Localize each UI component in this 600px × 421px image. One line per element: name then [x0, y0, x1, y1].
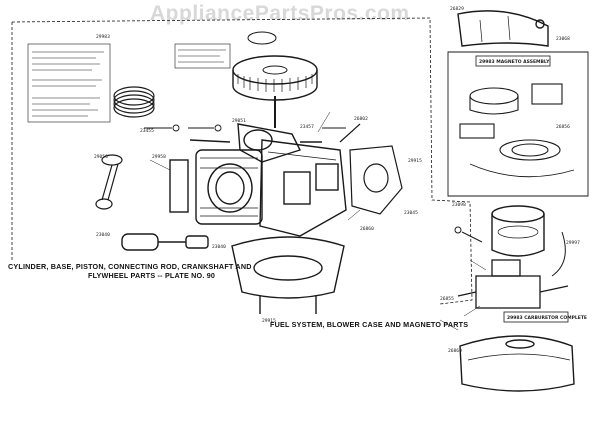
cylinder-block [169, 149, 263, 225]
part-number: 23457 [300, 124, 314, 130]
part-number: 23045 [404, 210, 418, 216]
carburetor-box [503, 311, 569, 323]
part-number: 26829 [450, 6, 464, 12]
part-number: 23455 [140, 128, 154, 134]
caption-line-1: CYLINDER, BASE, PISTON, CONNECTING ROD, … [8, 262, 252, 271]
magneto-assembly-box [475, 55, 551, 67]
part-number: 29983 [96, 34, 110, 40]
leader-lines [149, 111, 487, 331]
fuel-tank [459, 335, 575, 392]
flywheel-parts-list [174, 43, 231, 69]
part-number: 29997 [566, 240, 580, 246]
governor-assembly [339, 123, 403, 215]
part-number: 26802 [354, 116, 368, 122]
part-number: 23040 [96, 232, 110, 238]
part-number: 23068 [556, 36, 570, 42]
parts-list-block [27, 43, 111, 123]
magneto-assembly-label: 29983 MAGNETO ASSEMBLY [479, 59, 550, 65]
part-number: 26856 [556, 124, 570, 130]
part-number: 29958 [152, 154, 166, 160]
crankcase [259, 139, 347, 237]
plate-caption-left: CYLINDER, BASE, PISTON, CONNECTING ROD, … [8, 262, 252, 280]
part-number: 26860 [360, 226, 374, 232]
engine-base [231, 236, 345, 314]
right-plate-frame [447, 51, 589, 197]
fasteners-row [144, 124, 346, 132]
muffler [121, 233, 209, 251]
piston-rings [113, 86, 155, 118]
part-number: 26860 [448, 348, 462, 354]
part-number: 29915 [408, 158, 422, 164]
carburetor-label: 29983 CARBURETOR COMPLETE [507, 315, 587, 321]
plate-caption-right: FUEL SYSTEM, BLOWER CASE AND MAGNETO PAR… [270, 320, 469, 329]
part-number: 23098 [452, 202, 466, 208]
blower-housing [457, 10, 549, 47]
caption-line-2: FLYWHEEL PARTS -- PLATE NO. 90 [88, 271, 216, 280]
magneto-parts [459, 83, 575, 178]
part-number: 29050 [94, 154, 108, 160]
part-number: 26855 [440, 296, 454, 302]
part-number: 23040 [212, 244, 226, 250]
fuel-line [454, 226, 566, 277]
left-plate-frame [11, 17, 473, 305]
watermark: AppliancePartsPros.com [150, 2, 410, 25]
connecting-rod [95, 154, 123, 210]
part-number: 29051 [232, 118, 246, 124]
air-cleaner [491, 205, 545, 257]
carburetor [457, 259, 569, 309]
part-number: 29915 [262, 318, 276, 324]
flywheel [232, 31, 318, 128]
